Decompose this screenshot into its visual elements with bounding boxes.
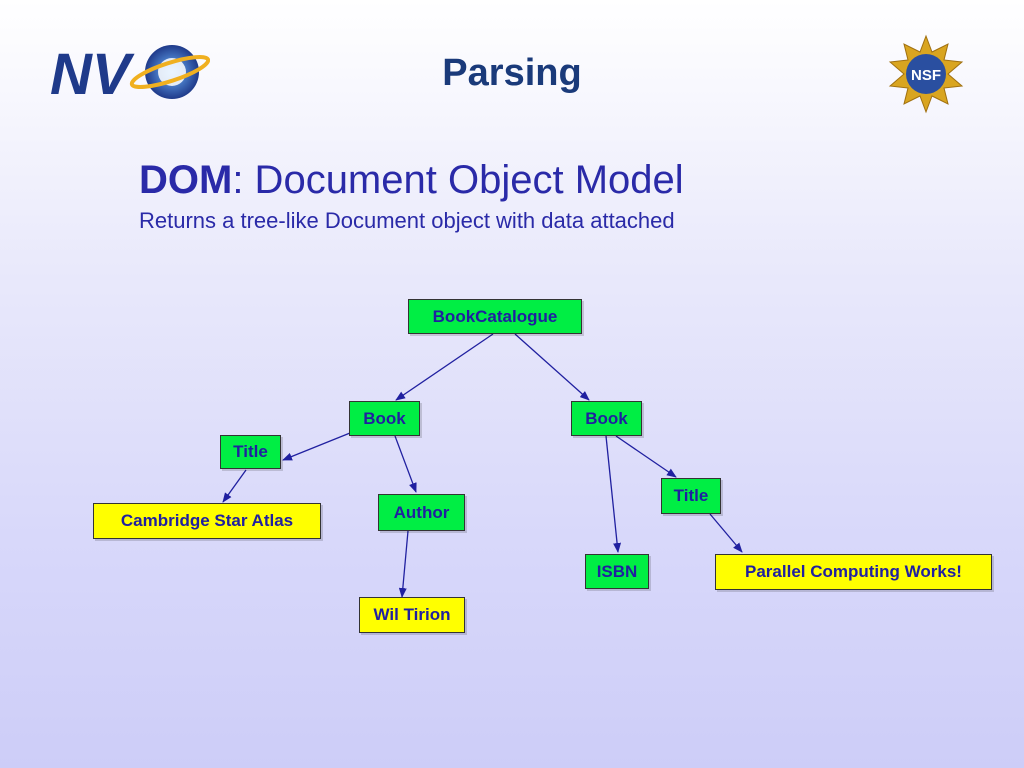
node-label: ISBN xyxy=(596,561,638,581)
edge-title2-text xyxy=(709,513,743,553)
node-cambridge-star-atlas: Cambridge Star Atlas xyxy=(93,503,321,539)
node-isbn: ISBN xyxy=(585,554,649,589)
node-label: Book xyxy=(363,408,406,428)
edge-root-book2 xyxy=(514,333,590,401)
node-title-2: Title xyxy=(661,478,721,514)
edge-author-text xyxy=(398,530,409,598)
svg-text:NV: NV xyxy=(50,42,135,106)
edge-book2-title xyxy=(615,435,677,478)
node-wil-tirion: Wil Tirion xyxy=(359,597,465,633)
node-label: BookCatalogue xyxy=(432,306,558,326)
edge-book1-title xyxy=(282,432,351,461)
node-label: Cambridge Star Atlas xyxy=(120,511,294,530)
node-label: Title xyxy=(673,486,709,505)
heading: DOM: Document Object Model xyxy=(139,158,684,203)
subheading: Returns a tree-like Document object with… xyxy=(139,208,675,233)
edge-root-book1 xyxy=(395,333,494,401)
svg-text:NSF: NSF xyxy=(911,67,941,84)
node-parallel-computing-works: Parallel Computing Works! xyxy=(715,554,992,590)
node-book-1: Book xyxy=(349,401,420,436)
slide-title: Parsing xyxy=(442,52,582,94)
node-book-2: Book xyxy=(571,401,642,436)
node-label: Title xyxy=(233,442,268,461)
node-label: Author xyxy=(393,502,450,522)
nvo-logo: NV xyxy=(50,42,210,106)
heading-rest: : Document Object Model xyxy=(232,158,684,202)
edge-book1-author xyxy=(394,435,417,493)
edge-book2-isbn xyxy=(605,435,622,553)
nsf-logo: NSF xyxy=(888,34,964,114)
node-title-1: Title xyxy=(220,435,281,469)
heading-bold: DOM xyxy=(139,158,233,202)
node-label: Parallel Computing Works! xyxy=(745,562,962,581)
node-bookcatalogue: BookCatalogue xyxy=(408,299,582,334)
edge-title-text xyxy=(222,469,247,503)
node-author: Author xyxy=(378,494,465,531)
node-label: Wil Tirion xyxy=(373,605,451,624)
node-label: Book xyxy=(585,408,628,428)
